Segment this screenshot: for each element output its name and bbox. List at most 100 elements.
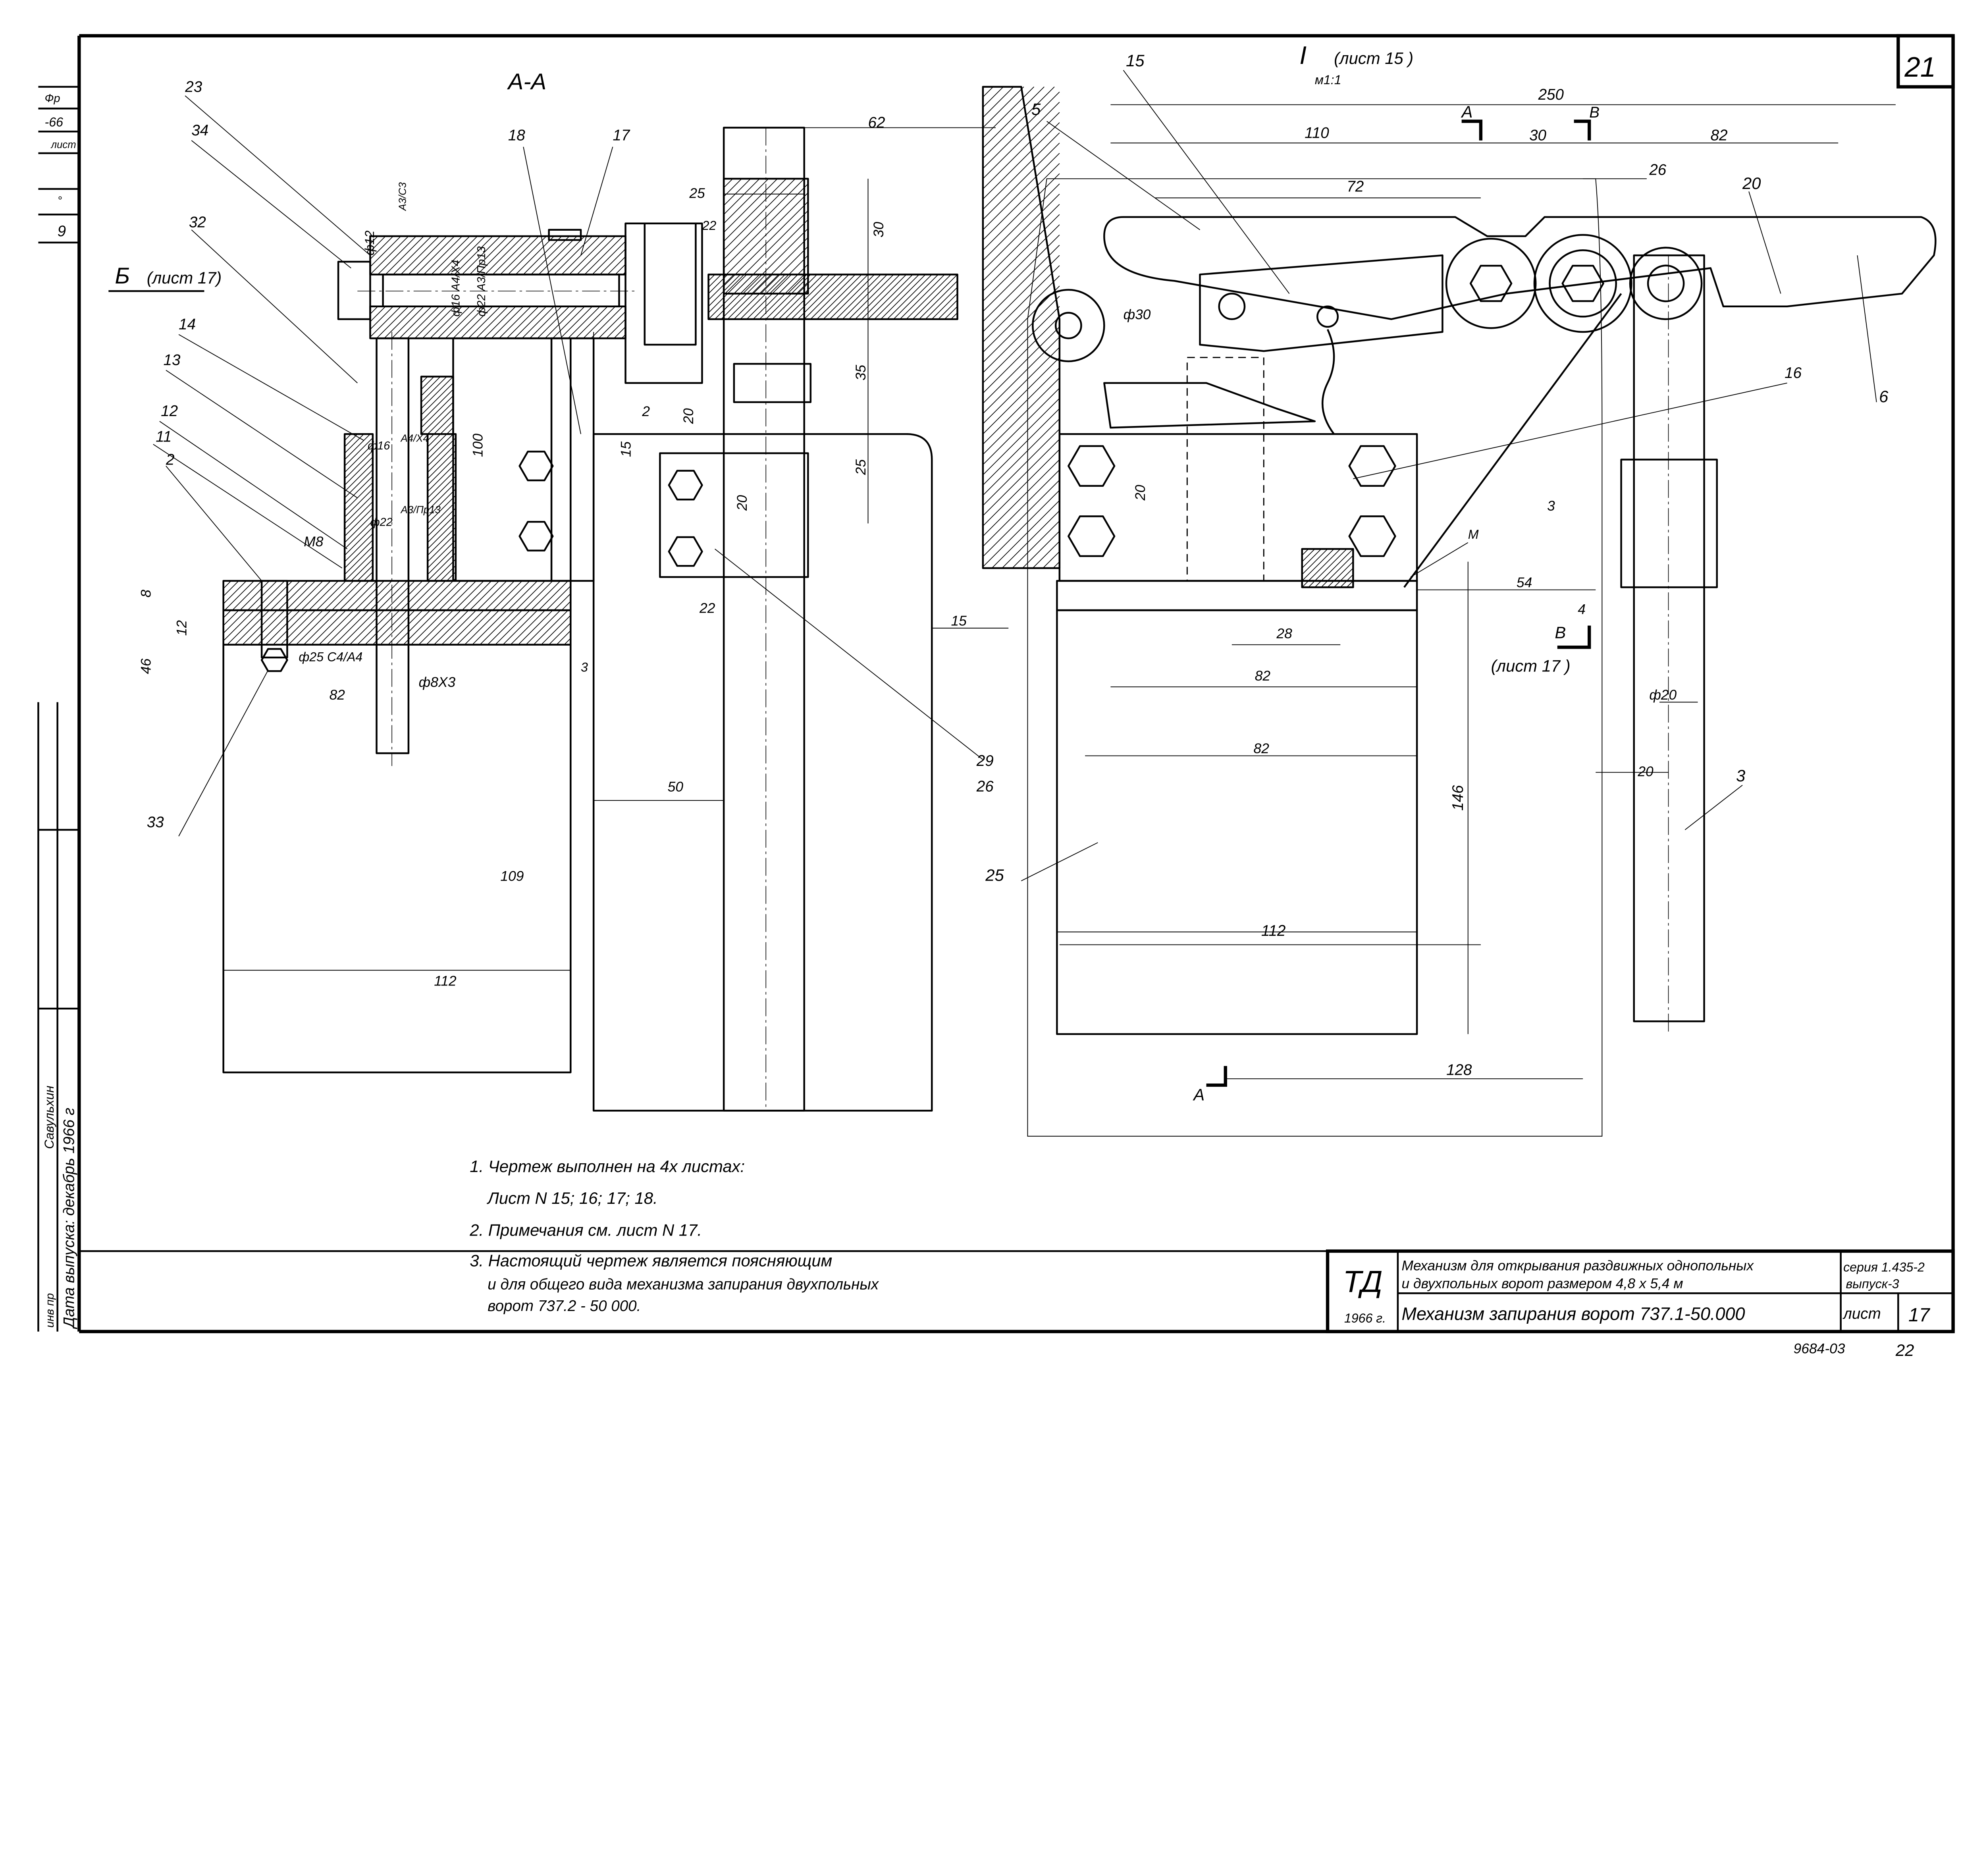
hatch-line	[556, 630, 571, 645]
hatch-line	[546, 586, 571, 611]
hatch-line	[983, 245, 1060, 322]
hatch-line	[223, 580, 231, 589]
hatch-line	[546, 236, 585, 275]
rod-guide	[1620, 459, 1718, 588]
hatch-line	[503, 610, 538, 645]
hatch-line	[441, 610, 476, 645]
label-views-detail: I	[1299, 41, 1307, 69]
label-dims-d-phi16: ф16	[368, 440, 390, 452]
hatch-line	[983, 265, 1060, 343]
hatch-line	[334, 610, 369, 645]
hatch-line	[552, 306, 585, 339]
hatch-line	[391, 306, 424, 339]
label-views-cut-v-ref: (лист 17 )	[1491, 656, 1571, 675]
hatch-line	[848, 274, 894, 320]
hatch-line	[983, 214, 1060, 291]
hatch-line	[723, 192, 808, 278]
axle	[382, 274, 620, 307]
hatch-line	[561, 601, 571, 611]
hatch-line	[1022, 530, 1060, 569]
latch-nut	[1348, 445, 1396, 487]
hatch-line	[983, 337, 1060, 414]
hatch-line	[407, 306, 439, 339]
label-dims-d-a4x4: А4/Х4	[400, 433, 429, 444]
hatch-line	[427, 469, 456, 498]
hatch-line	[1302, 549, 1328, 575]
bracket-block-2	[222, 644, 572, 1074]
hatch-line	[427, 546, 456, 575]
hatch-line	[725, 210, 808, 294]
spring-anchor	[1316, 305, 1339, 328]
hatch-line	[568, 306, 600, 339]
brace-line	[1403, 293, 1622, 588]
hatch-line	[983, 122, 1060, 200]
hatch-line	[861, 274, 907, 320]
hatch-line	[983, 285, 1060, 363]
post-outline	[592, 433, 933, 1112]
hatch-line	[881, 274, 926, 320]
hatch-line	[983, 306, 1060, 384]
label-dims-d-82c: 82	[1254, 741, 1270, 756]
label-views-cut-v-top: В	[1589, 104, 1600, 121]
label-parts-p13: 13	[164, 352, 181, 369]
hatch-line	[983, 469, 1060, 547]
hatch-line	[401, 580, 431, 611]
hatch-line	[401, 236, 439, 275]
leader-line	[159, 421, 348, 549]
hatch-line	[454, 580, 484, 611]
label-dims-d-110: 110	[1305, 124, 1329, 141]
hatch-line	[487, 610, 522, 645]
spring-16	[1321, 329, 1335, 435]
label-title-block-project-line1: Механизм для открывания раздвижных одноп…	[1402, 1258, 1754, 1273]
hatch-line	[553, 593, 571, 611]
label-dims-d-109: 109	[500, 869, 524, 884]
hatch-line	[344, 438, 373, 467]
label-parts-p33: 33	[147, 814, 164, 831]
hatch-line	[983, 367, 1060, 445]
label-parts-p11: 11	[156, 428, 172, 445]
hatch-line	[983, 490, 1060, 567]
label-views-detail-scale: м1:1	[1315, 73, 1341, 87]
leader-line	[523, 147, 581, 434]
pivot-phi30	[1032, 289, 1105, 362]
label-parts-p12: 12	[161, 403, 178, 420]
hatch-line	[983, 153, 1060, 230]
latch-tongue	[1103, 382, 1316, 429]
hatch-line	[242, 610, 278, 645]
label-dims-d-22b: 22	[699, 600, 715, 616]
hatch-line	[553, 236, 593, 275]
leader-line	[178, 334, 364, 441]
label-dims-d-12: 12	[174, 620, 189, 636]
label-dims-d-15h: 15	[951, 613, 967, 629]
hatch-line	[983, 357, 1060, 434]
hatch-line	[427, 457, 456, 486]
label-dims-d-54: 54	[1517, 575, 1532, 590]
hatch-line	[742, 228, 808, 294]
hinge-washer	[1549, 249, 1617, 318]
hatch-line	[759, 274, 805, 320]
hatch-line	[983, 173, 1060, 251]
hatch-line	[480, 610, 515, 645]
hatch-line	[533, 610, 569, 645]
hatch-line	[530, 580, 561, 611]
label-dims-d-82b: 82	[1255, 668, 1271, 684]
label-dims-d-25v: 25	[853, 459, 869, 475]
hatch-line	[427, 434, 441, 447]
hatch-line	[434, 415, 454, 434]
clamp-nut	[668, 536, 703, 567]
hatch-line	[357, 610, 392, 645]
hatch-line	[523, 236, 562, 275]
hatch-line	[421, 376, 441, 396]
hatch-line	[842, 274, 888, 320]
hatch-line	[426, 610, 461, 645]
base-plate-hatch	[223, 610, 571, 645]
hatch-line	[938, 300, 958, 320]
label-views-cut-a-bottom: А	[1192, 1085, 1204, 1104]
angle-bracket	[624, 222, 703, 384]
hatch-line	[950, 312, 958, 320]
hatch-line	[446, 571, 456, 581]
bar-block-hatch	[723, 178, 808, 294]
hatch-line	[364, 610, 400, 645]
